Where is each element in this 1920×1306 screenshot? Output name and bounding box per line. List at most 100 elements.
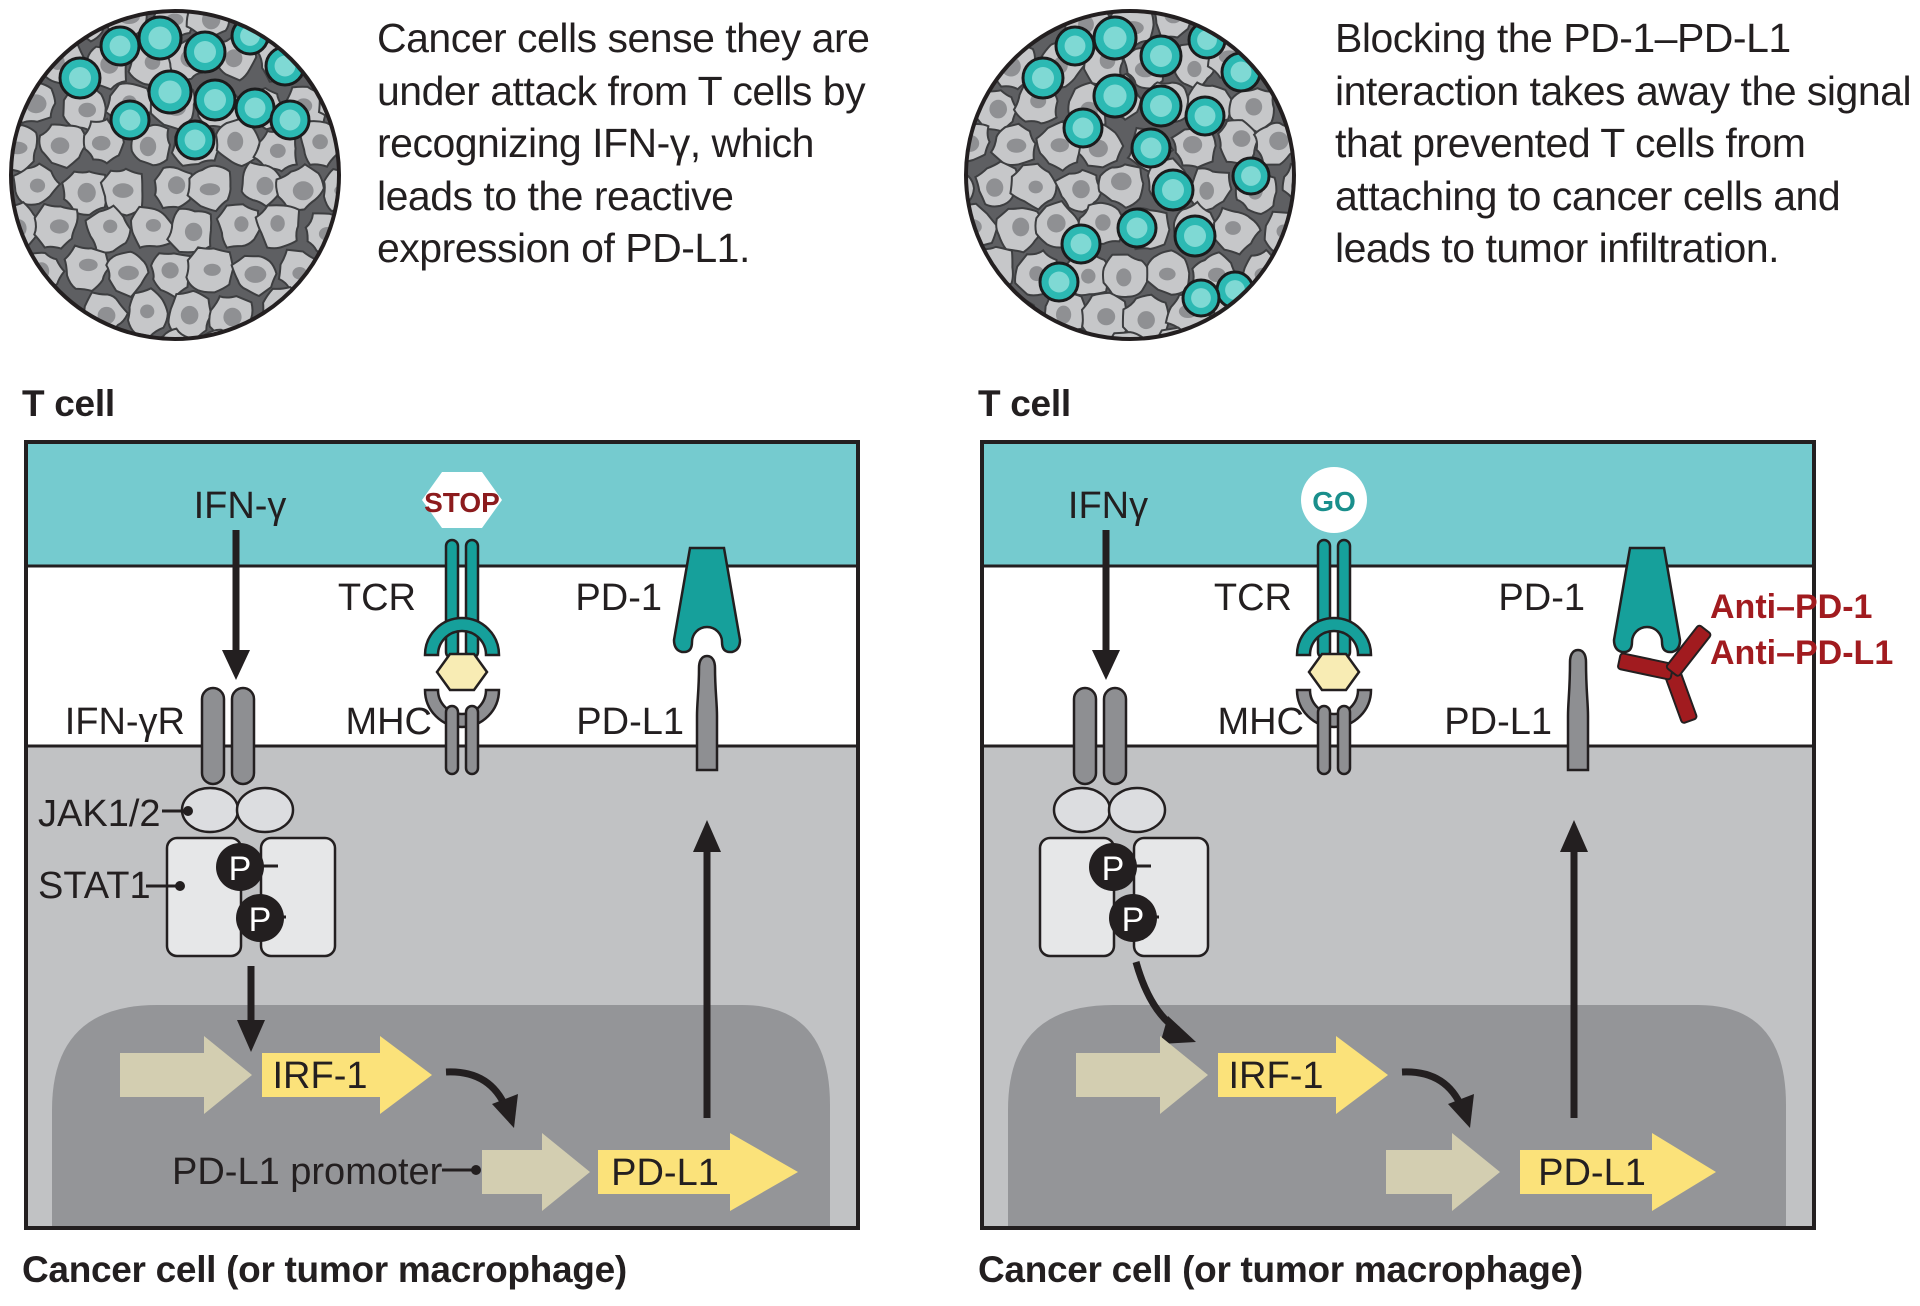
tumor-cell-nucleus [29, 178, 46, 193]
antibody-icon [1617, 624, 1712, 724]
tumor-cell-nucleus [1111, 172, 1132, 191]
left-description-line: recognizing IFN-γ, which [377, 120, 814, 166]
tumor-cell-nucleus [1116, 343, 1137, 359]
tumor-cell-nucleus [279, 300, 297, 317]
right-pdl1-ligand [1566, 648, 1590, 772]
tumor-cell [1299, 213, 1342, 252]
tumor-cell [353, 42, 396, 84]
tumor-cell-nucleus [1097, 308, 1116, 326]
tumor-cell-nucleus [203, 263, 221, 276]
tumor-cell-nucleus [1167, 347, 1182, 362]
left-description: Cancer cells sense they are under attack… [377, 12, 870, 275]
t-cell-nucleus [148, 26, 172, 50]
left-irf1-gene [262, 1036, 432, 1114]
tumor-cell [11, 11, 15, 44]
tumor-cell-nucleus [312, 134, 328, 150]
left-description-line: expression of PD-L1. [377, 225, 750, 271]
t-cell-nucleus [1103, 84, 1127, 108]
irf1-label: IRF-1 [273, 1055, 368, 1097]
t-cell-nucleus [1072, 117, 1094, 139]
tumor-cell-nucleus [947, 179, 966, 192]
tumor-cell [326, 250, 339, 293]
right-pdl1-promoter-arrow [1386, 1133, 1500, 1211]
tumor-cell-nucleus [244, 265, 267, 283]
tumor-cell-nucleus [11, 309, 20, 325]
left-t-cell-label: T cell [22, 383, 115, 424]
tumor-cell-nucleus [1095, 214, 1111, 231]
jak-label: JAK1/2 [38, 793, 161, 835]
t-cell-nucleus [1064, 35, 1086, 57]
right-irf1-promoter-arrow [1076, 1036, 1208, 1114]
tumor-cell-nucleus [11, 54, 21, 72]
go-badge [1301, 467, 1367, 533]
left-tumor-micrograph [0, 11, 399, 367]
tumor-cell [322, 167, 339, 213]
left-pdl1-ligand [695, 654, 719, 772]
tumor-cell-nucleus [139, 136, 157, 157]
tumor-cell [62, 11, 109, 43]
tumor-cell [345, 207, 392, 245]
tumor-cell-nucleus [0, 345, 1, 361]
tumor-cell [1303, 39, 1350, 83]
t-cell-nucleus [1103, 26, 1127, 50]
t-cell-nucleus [194, 41, 216, 63]
tumor-cell-nucleus [1203, 11, 1223, 27]
right-description-line: attaching to cancer cells and [1335, 172, 1841, 219]
tumor-cell-nucleus [1232, 130, 1251, 147]
tumor-cell-nucleus [1026, 11, 1042, 26]
tumor-cell-nucleus [1316, 51, 1330, 68]
tumor-cell [1011, 335, 1062, 339]
tumor-cell [971, 327, 1017, 339]
left-tcr-mhc-complex [423, 538, 501, 776]
tumor-cell-nucleus [1199, 181, 1214, 200]
tumor-cell [12, 11, 60, 42]
tumor-cell-nucleus [1072, 180, 1090, 199]
tumor-cell [276, 11, 327, 43]
tumor-cell-nucleus [363, 57, 383, 70]
tumor-cell-nucleus [986, 178, 1004, 197]
tumor-cell-nucleus [1297, 98, 1316, 115]
ifn-gamma-receptor [200, 686, 256, 786]
tumor-cell-nucleus [1313, 225, 1327, 245]
t-cell-nucleus [1162, 179, 1184, 201]
tumor-cell-nucleus [161, 262, 179, 279]
tumor-cell-nucleus [936, 17, 951, 34]
tumor-cell-nucleus [248, 11, 263, 27]
tumor-cell-nucleus [362, 305, 382, 318]
tumor-cell-nucleus [1069, 344, 1089, 356]
tumor-cell [966, 327, 973, 339]
left-pdl1-gene [598, 1133, 798, 1211]
tumor-cell-nucleus [1316, 311, 1336, 328]
t-cell-nucleus [279, 109, 301, 131]
tumor-cell [1304, 296, 1347, 339]
tumor-cell-nucleus [162, 348, 177, 361]
t-cell-nucleus [1048, 271, 1070, 293]
tumor-cell-nucleus [1275, 308, 1291, 324]
anti-pdl1-label: Anti–PD-L1 [1710, 634, 1893, 672]
tumor-cell-nucleus [1183, 136, 1203, 154]
tumor-cell-nucleus [1256, 348, 1273, 362]
tumor-cell [966, 11, 968, 46]
tumor-cell-nucleus [966, 54, 982, 72]
t-cell-nucleus [1184, 225, 1206, 247]
tumor-cell-nucleus [292, 181, 314, 201]
tumor-cell-nucleus [73, 350, 89, 367]
pd1-label: PD-1 [575, 577, 662, 619]
tumor-cell-nucleus [334, 95, 339, 110]
tumor-cell-nucleus [74, 11, 95, 25]
tumor-cell-nucleus [112, 183, 134, 198]
tumor-cell-nucleus [1050, 138, 1070, 153]
tumor-cell-nucleus [180, 305, 199, 325]
tumor-cell-nucleus [77, 182, 96, 203]
tumor-cell-nucleus [1012, 217, 1030, 237]
tumor-cell-nucleus [941, 94, 960, 107]
tumor-cell-nucleus [199, 183, 221, 196]
t-cell-nucleus [1230, 61, 1252, 83]
tumor-cell [349, 126, 399, 171]
t-cell-nucleus [1191, 288, 1211, 308]
tumor-cell-nucleus [1047, 214, 1066, 233]
tumor-cell [22, 335, 70, 339]
go-label: GO [1312, 486, 1356, 517]
tcr-label: TCR [338, 577, 416, 619]
tumor-cell-nucleus [1081, 268, 1096, 284]
